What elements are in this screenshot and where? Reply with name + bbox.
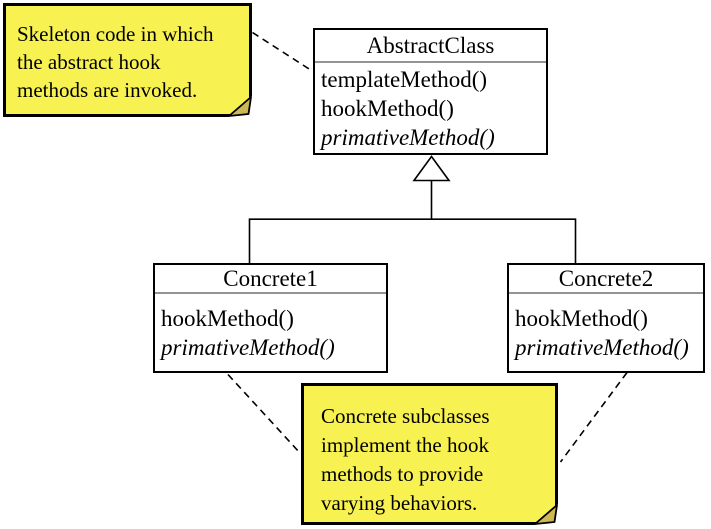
note-skeleton-code: Skeleton code in which the abstract hook… (3, 3, 252, 117)
generalization-connector (248, 181, 577, 263)
method-label-abstract: primativeMethod() (515, 335, 689, 360)
class-title: Concrete2 (509, 265, 703, 294)
method-label: templateMethod() (321, 67, 488, 92)
method-label: hookMethod() (161, 306, 294, 331)
class-title: Concrete1 (155, 265, 386, 294)
note-line: the abstract hook (17, 50, 161, 74)
note-line: methods to provide (321, 462, 484, 486)
method-label: hookMethod() (515, 306, 648, 331)
note-fold-corner-icon (228, 96, 252, 117)
method-label: hookMethod() (321, 96, 454, 121)
note-fold-corner-icon (534, 504, 558, 525)
class-methods: templateMethod() hookMethod() primativeM… (315, 63, 546, 152)
note-line: Skeleton code in which (17, 22, 214, 46)
class-methods: hookMethod() primativeMethod() (509, 294, 703, 362)
note-text: Concrete subclasses implement the hook m… (304, 386, 555, 518)
method-label-abstract: primativeMethod() (161, 335, 335, 360)
note-concrete-subclasses: Concrete subclasses implement the hook m… (301, 383, 558, 525)
inheritance-triangle-icon (412, 155, 451, 182)
note-connector-top-dashed-line (252, 31, 314, 73)
note-connector-concrete2-dashed-line (559, 372, 628, 463)
note-text: Skeleton code in which the abstract hook… (6, 6, 249, 104)
class-concrete1: Concrete1 hookMethod() primativeMethod() (153, 263, 388, 373)
method-label-abstract: primativeMethod() (321, 125, 495, 150)
note-connector-concrete1-dashed-line (227, 373, 301, 454)
class-concrete2: Concrete2 hookMethod() primativeMethod() (507, 263, 705, 373)
note-line: varying behaviors. (321, 491, 478, 515)
note-line: implement the hook (321, 433, 489, 457)
note-line: methods are invoked. (17, 78, 198, 102)
class-abstractclass: AbstractClass templateMethod() hookMetho… (313, 28, 548, 155)
note-line: Concrete subclasses (321, 404, 490, 428)
class-title: AbstractClass (315, 30, 546, 63)
class-methods: hookMethod() primativeMethod() (155, 294, 386, 362)
